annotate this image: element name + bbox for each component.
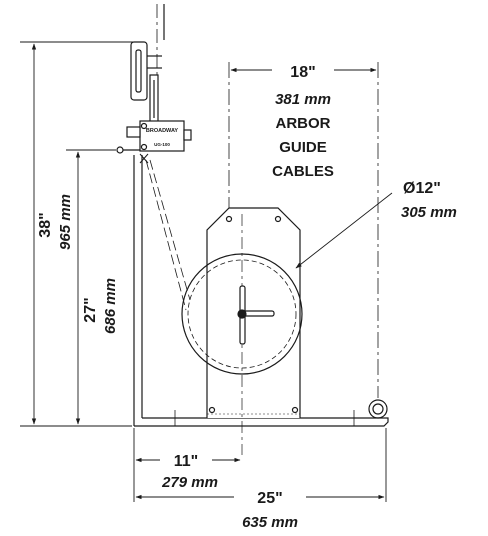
arbor-cables-imperial: 18"	[290, 64, 315, 81]
arbor-cables-metric: 381 mm	[275, 91, 331, 108]
tension-device	[116, 120, 192, 164]
dimension-drum-offset	[133, 428, 241, 502]
drum-offset-imperial: 11"	[174, 453, 199, 470]
rope-dashed	[145, 159, 187, 311]
rope-dashed-2	[149, 159, 191, 301]
base-length-metric: 635 mm	[242, 514, 298, 531]
drum-diameter-imperial: Ø12"	[403, 180, 441, 197]
arbor-cables-caption-2: GUIDE	[279, 139, 327, 156]
rail-end-pulley	[368, 399, 388, 419]
vertical-post	[133, 155, 143, 426]
drum-diameter-leader	[295, 192, 393, 269]
drum-offset-metric: 279 mm	[161, 474, 218, 491]
base-rail	[134, 410, 389, 427]
overall-height-metric: 965 mm	[57, 194, 74, 250]
dimension-mount-height	[66, 149, 116, 425]
dimension-overall-height	[20, 41, 135, 427]
device-plate-model: UG-100	[154, 142, 170, 147]
drum-diameter-metric: 305 mm	[401, 204, 457, 221]
dimension-base-length	[135, 428, 387, 502]
mount-height-imperial: 27"	[82, 297, 99, 322]
mount-height-metric: 686 mm	[102, 278, 119, 334]
drum	[181, 214, 303, 455]
arbor-cables-caption-1: ARBOR	[276, 115, 331, 132]
overall-height-imperial: 38"	[37, 212, 54, 237]
device-plate-brand: BROADWAY	[146, 128, 179, 134]
mounting-bracket	[130, 4, 165, 140]
base-length-imperial: 25"	[257, 490, 282, 507]
arbor-cables-caption-3: CABLES	[272, 163, 334, 180]
